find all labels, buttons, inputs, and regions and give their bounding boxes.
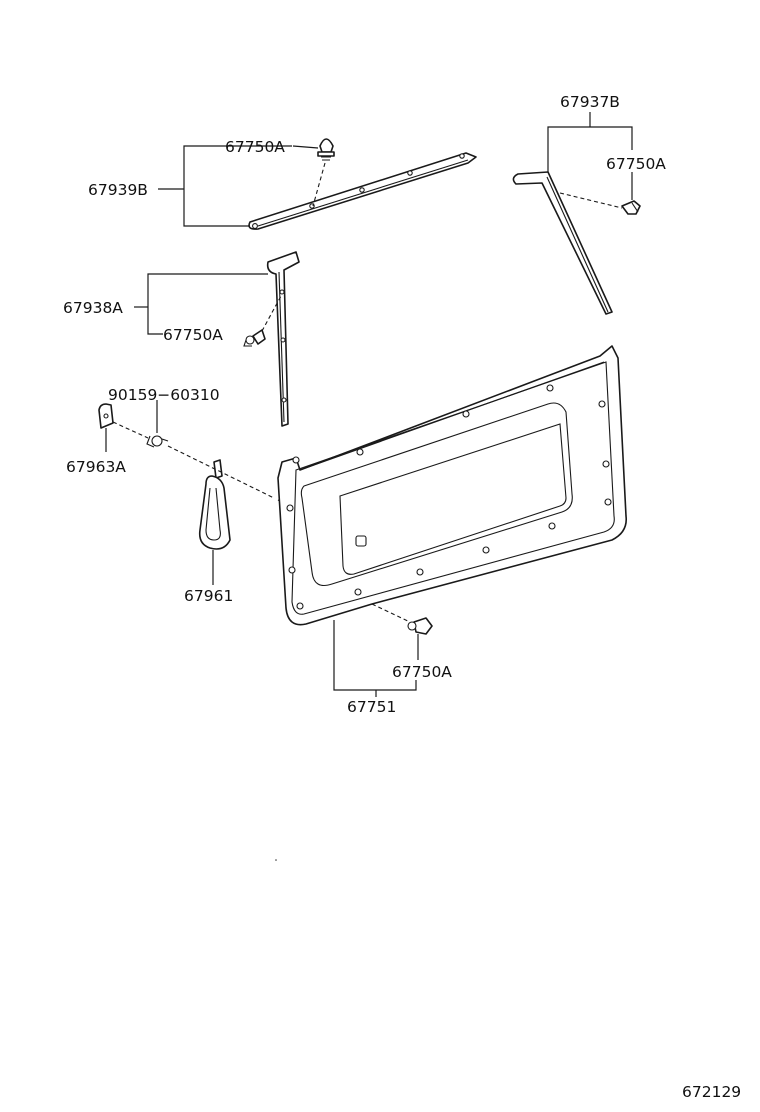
bracket-67963A xyxy=(98,403,114,429)
label-67750A-top: 67750A xyxy=(225,138,285,156)
trim-board-67751 xyxy=(277,345,628,626)
clip-67750A-top xyxy=(317,138,335,161)
strap-67961 xyxy=(198,459,231,550)
garnish-67937B xyxy=(512,171,613,315)
clip-67750A-bottom xyxy=(407,617,433,635)
label-67750A-right: 67750A xyxy=(606,155,666,173)
bolt-90159-60310 xyxy=(146,435,169,448)
diagram-code: 672129 xyxy=(682,1083,741,1101)
garnish-67938A xyxy=(266,251,300,427)
clip-67750A-right xyxy=(621,200,641,215)
label-90159-60310: 90159−60310 xyxy=(108,386,220,404)
garnish-67939B xyxy=(248,152,477,230)
label-67751: 67751 xyxy=(347,698,396,716)
label-67750A-left: 67750A xyxy=(163,326,223,344)
label-67750A-bottom: 67750A xyxy=(392,663,452,681)
label-67961: 67961 xyxy=(184,587,233,605)
label-67939B: 67939B xyxy=(88,181,148,199)
stray-dot xyxy=(275,859,277,861)
label-67963A: 67963A xyxy=(66,458,126,476)
label-67938A: 67938A xyxy=(63,299,123,317)
clip-67750A-left xyxy=(243,329,266,347)
label-67937B: 67937B xyxy=(560,93,620,111)
